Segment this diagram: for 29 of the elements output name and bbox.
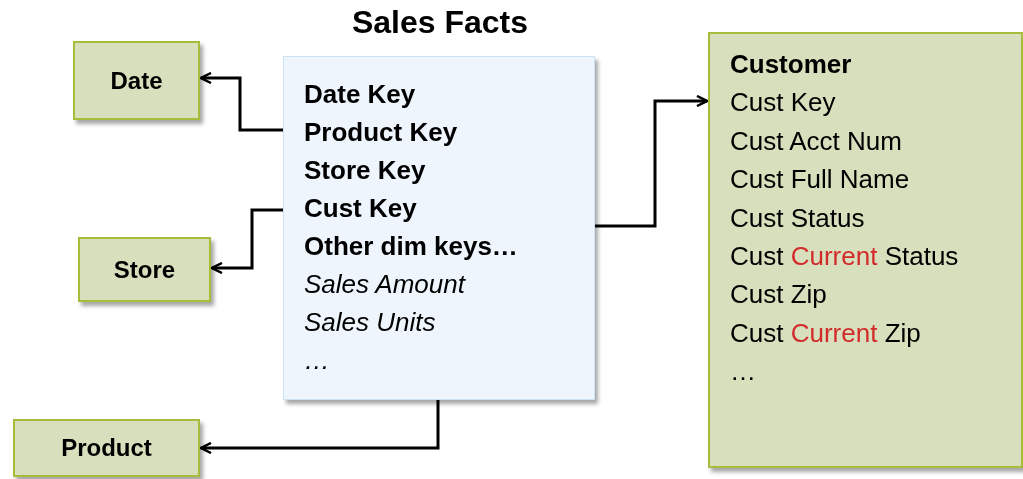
field-name: Cust Key	[730, 86, 836, 120]
arrow	[210, 208, 283, 275]
dimension-table-box	[708, 32, 1023, 468]
field-name: Cust Full Name	[730, 163, 910, 197]
field-name: Other dim keys…	[304, 230, 518, 263]
field-name: Date Key	[304, 78, 416, 111]
field-name: Sales Units	[304, 306, 436, 339]
arrow	[199, 71, 283, 132]
field-name: …	[730, 355, 756, 389]
field-name: Cust Status	[730, 201, 865, 235]
field-name: Store Key	[304, 154, 426, 187]
field-name: …	[304, 344, 330, 377]
field-name: Cust Current Status	[730, 240, 959, 273]
table-name: Product	[60, 434, 153, 462]
field-name: Cust Current Zip	[730, 316, 921, 350]
table-title: Customer	[730, 48, 852, 81]
table-name: Date	[109, 66, 164, 95]
field-name: Sales Amount	[304, 268, 465, 301]
arrow	[199, 400, 440, 455]
field-name: Cust Acct Num	[730, 124, 902, 158]
table-title: Sales Facts	[350, 3, 530, 41]
dimension-table-box	[13, 419, 200, 477]
field-name: Cust Zip	[730, 278, 827, 312]
dimension-table-box	[78, 237, 211, 302]
field-name: Product Key	[304, 116, 458, 149]
arrow	[595, 94, 709, 228]
field-name: Cust Key	[304, 192, 417, 225]
table-name: Store	[112, 255, 177, 284]
dimension-table-box	[73, 41, 200, 120]
